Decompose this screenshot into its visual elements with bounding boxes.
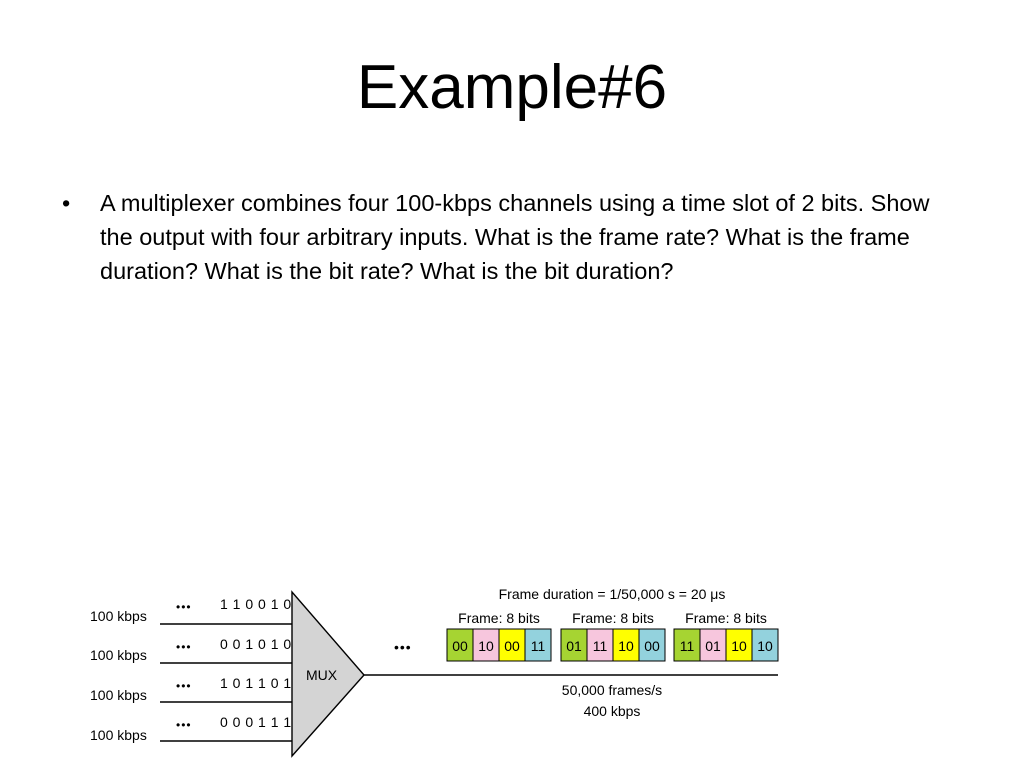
input-bits: 0 0 1 0 1 0 bbox=[220, 636, 292, 652]
frame-2: Frame: 8 bits 01 11 10 00 bbox=[560, 610, 666, 662]
frame-label: Frame: 8 bits bbox=[458, 610, 540, 626]
frame-slot-bits: 01 bbox=[566, 638, 582, 654]
input-rate-label: 100 kbps bbox=[90, 687, 147, 703]
input-rate-label: 100 kbps bbox=[90, 727, 147, 743]
output-frames: Frame: 8 bits 00 10 00 11 Frame: 8 bits 01 11 10… bbox=[446, 610, 779, 662]
output-ellipsis: ••• bbox=[394, 639, 412, 655]
frame-slot bbox=[673, 628, 701, 662]
mux-shape bbox=[291, 590, 365, 758]
input-rate-label: 100 kbps bbox=[90, 647, 147, 663]
frame-slot-bits: 01 bbox=[705, 638, 721, 654]
frame-slot bbox=[586, 628, 614, 662]
frame-label: Frame: 8 bits bbox=[685, 610, 767, 626]
tdm-diagram: 100 kbps ••• 1 1 0 0 1 0 100 kbps ••• 0 … bbox=[90, 586, 779, 758]
frame-slot-bits: 11 bbox=[531, 638, 546, 654]
frame-slot-bits: 11 bbox=[680, 638, 695, 654]
frame-slot-bits: 00 bbox=[504, 638, 520, 654]
input-channel-2: 100 kbps ••• 0 0 1 0 1 0 bbox=[90, 636, 292, 664]
frame-slot bbox=[638, 628, 666, 662]
frame-slot bbox=[560, 628, 588, 662]
bullet-text: A multiplexer combines four 100-kbps cha… bbox=[100, 190, 930, 284]
frame-slot bbox=[472, 628, 500, 662]
frame-slot bbox=[725, 628, 753, 662]
slide-title: Example#6 bbox=[356, 53, 668, 122]
frame-slot bbox=[498, 628, 526, 662]
input-bits: 1 1 0 0 1 0 bbox=[220, 596, 292, 612]
output-bit-rate: 400 kbps bbox=[584, 703, 641, 719]
frame-duration-label: Frame duration = 1/50,000 s = 20 μs bbox=[499, 586, 726, 602]
bullet-item: • A multiplexer combines four 100-kbps c… bbox=[62, 186, 952, 288]
frame-slot bbox=[751, 628, 779, 662]
input-ellipsis: ••• bbox=[176, 718, 192, 732]
input-bits: 0 0 0 1 1 1 bbox=[220, 714, 292, 730]
output-frame-rate: 50,000 frames/s bbox=[562, 682, 662, 698]
input-ellipsis: ••• bbox=[176, 600, 192, 614]
frame-1: Frame: 8 bits 00 10 00 11 bbox=[446, 610, 552, 662]
frame-slot-bits: 10 bbox=[757, 638, 773, 654]
input-channel-4: 100 kbps ••• 0 0 0 1 1 1 bbox=[90, 714, 292, 743]
input-channel-1: 100 kbps ••• 1 1 0 0 1 0 bbox=[90, 596, 292, 625]
bullet-marker: • bbox=[62, 190, 71, 216]
frame-slot-bits: 00 bbox=[644, 638, 660, 654]
frame-3: Frame: 8 bits 11 01 10 10 bbox=[673, 610, 779, 662]
frame-slot-bits: 10 bbox=[731, 638, 747, 654]
input-rate-label: 100 kbps bbox=[90, 608, 147, 624]
frame-label: Frame: 8 bits bbox=[572, 610, 654, 626]
input-bits: 1 0 1 1 0 1 bbox=[220, 675, 292, 691]
input-ellipsis: ••• bbox=[176, 679, 192, 693]
frame-slot bbox=[524, 628, 552, 662]
frame-slot-bits: 10 bbox=[478, 638, 494, 654]
mux-label: MUX bbox=[306, 667, 338, 683]
bullet-list: • A multiplexer combines four 100-kbps c… bbox=[62, 186, 952, 288]
frame-slot-bits: 00 bbox=[452, 638, 468, 654]
frame-slot-bits: 11 bbox=[593, 638, 608, 654]
frame-slot-bits: 10 bbox=[618, 638, 634, 654]
input-ellipsis: ••• bbox=[176, 640, 192, 654]
input-channel-3: 100 kbps ••• 1 0 1 1 0 1 bbox=[90, 675, 292, 703]
frame-slot bbox=[446, 628, 474, 662]
